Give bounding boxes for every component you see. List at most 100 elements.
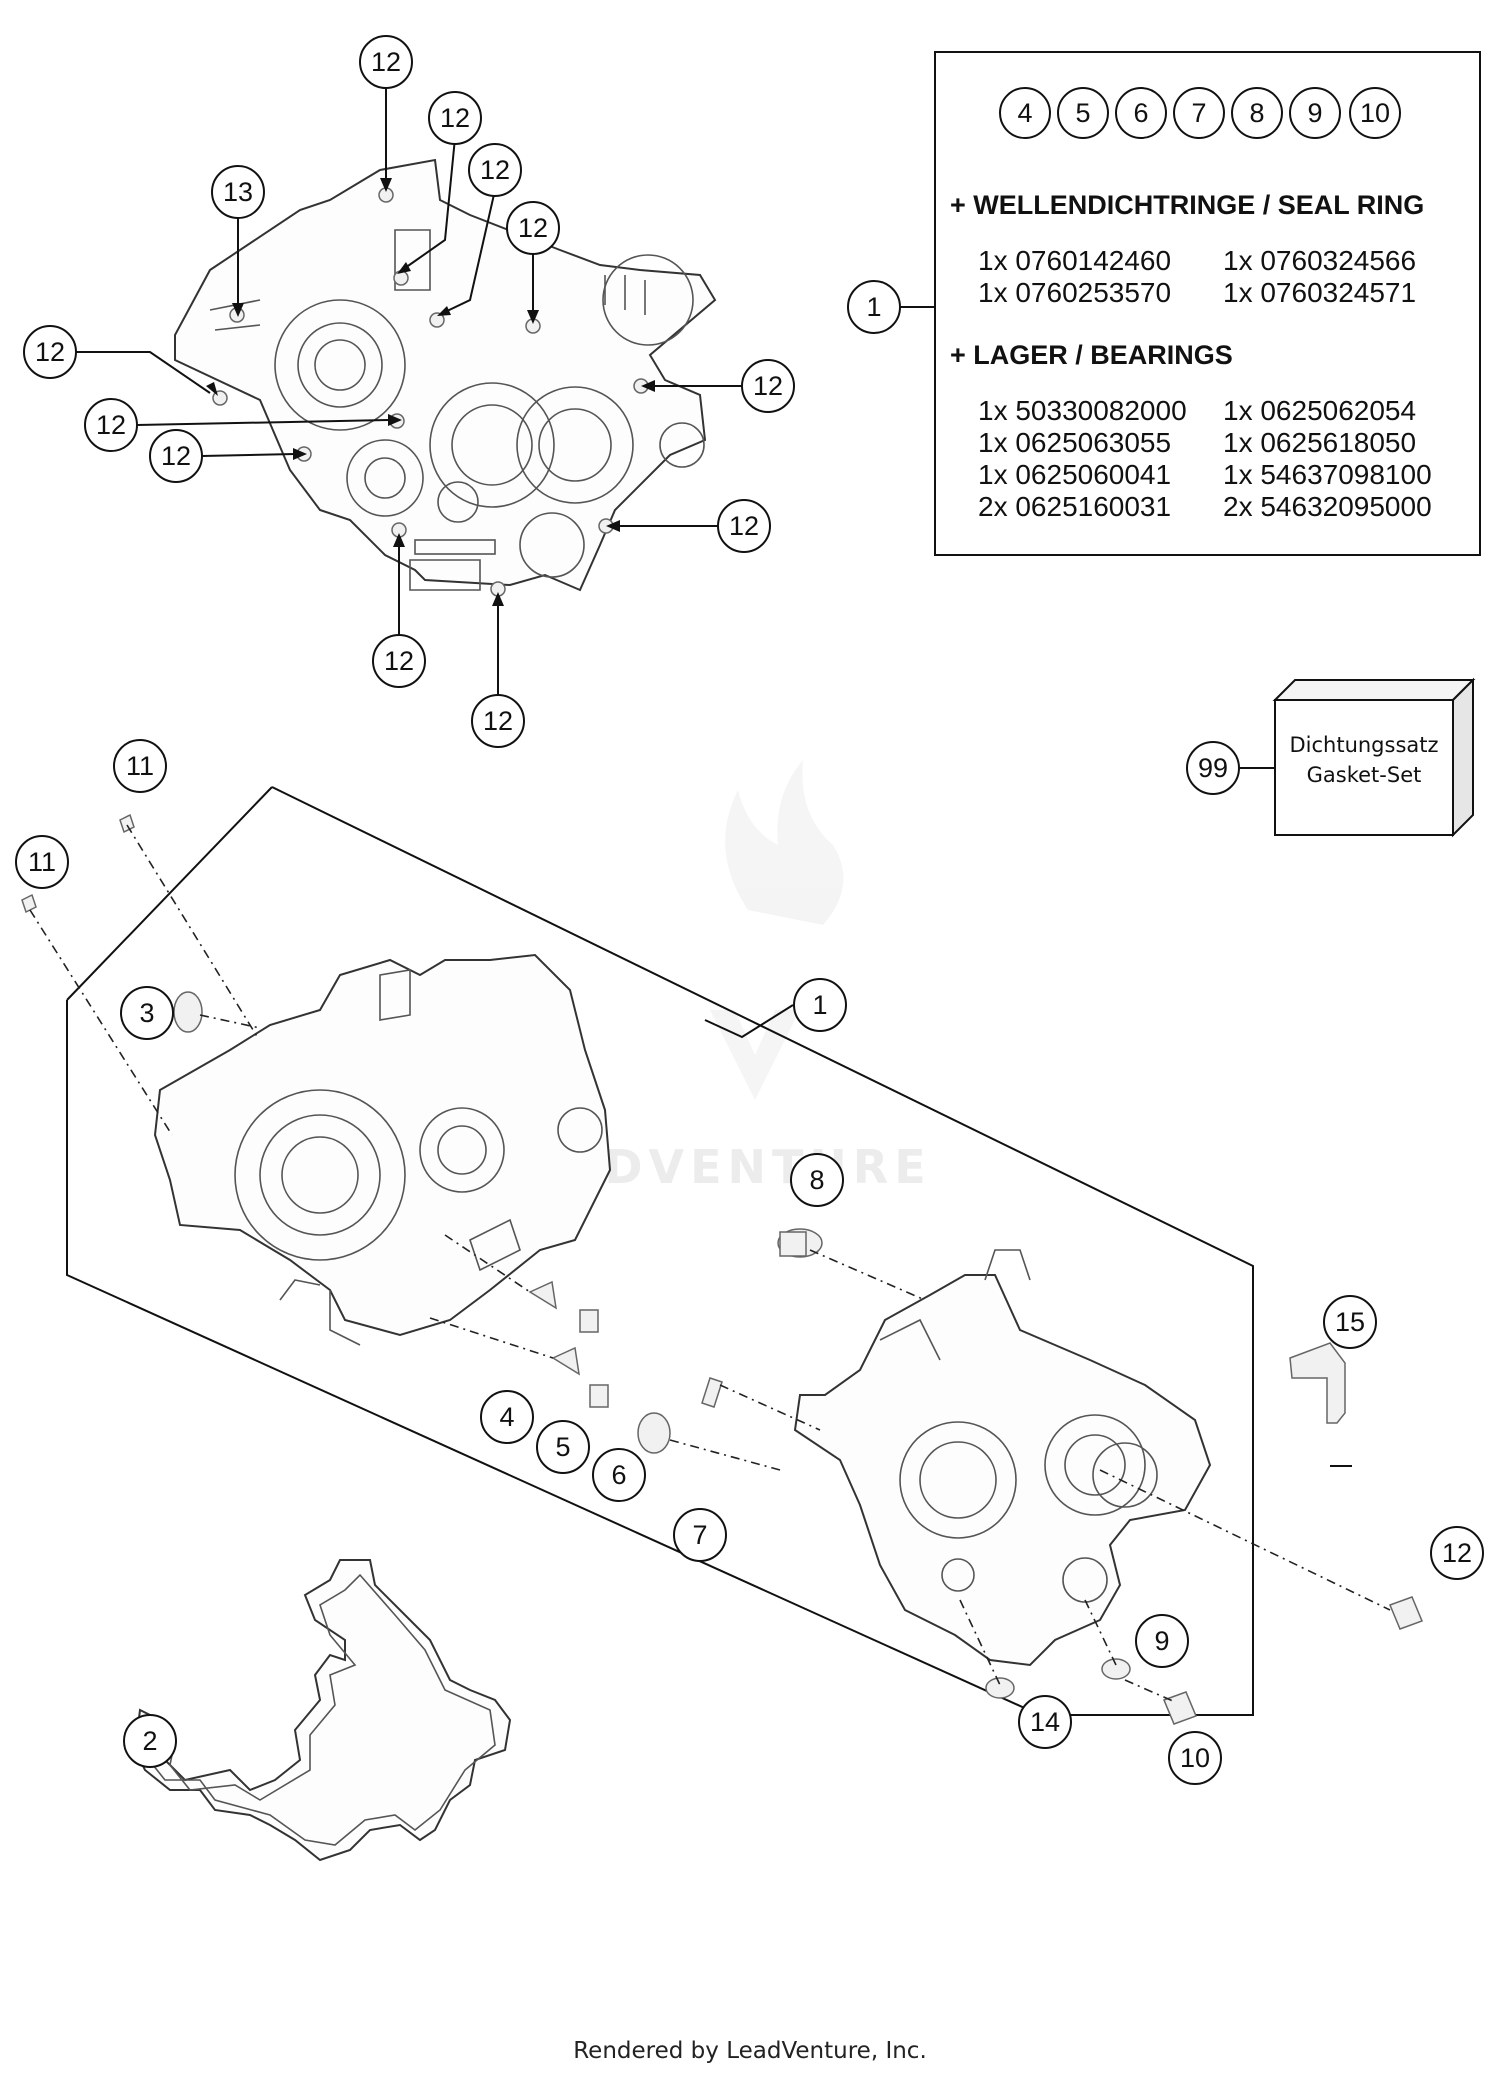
fitting-7 <box>701 1377 723 1408</box>
svg-text:99: 99 <box>1198 753 1228 783</box>
svg-text:12: 12 <box>384 646 414 676</box>
drain-plug-10 <box>1163 1691 1197 1725</box>
small-parts <box>21 813 1423 1725</box>
callout-3[interactable]: 3 <box>120 986 174 1040</box>
bearing-row-4-right: 2x 54632095000 <box>1223 491 1432 522</box>
callout-5[interactable]: 5 <box>536 1420 590 1474</box>
callout-6[interactable]: 6 <box>592 1448 646 1502</box>
right-crankcase-half <box>793 1249 1212 1667</box>
callout-8[interactable]: 8 <box>790 1153 844 1207</box>
bearing-row-4-left: 2x 0625160031 <box>978 491 1171 522</box>
bearing-row-1-right: 1x 0625062054 <box>1223 395 1416 426</box>
seal-ring-heading: + WELLENDICHTRINGE / SEAL RING <box>950 190 1424 220</box>
svg-text:12: 12 <box>518 213 548 243</box>
callout-12-k[interactable]: 12 <box>471 694 525 748</box>
seal-row-1-right: 1x 0760324566 <box>1223 245 1416 276</box>
svg-text:8: 8 <box>1249 98 1264 128</box>
svg-text:12: 12 <box>371 47 401 77</box>
svg-text:8: 8 <box>809 1165 824 1195</box>
callout-12-g[interactable]: 12 <box>149 429 203 483</box>
callout-12-h[interactable]: 12 <box>741 359 795 413</box>
seal-row-1-left: 1x 0760142460 <box>978 245 1171 276</box>
dowel-11a <box>119 813 135 834</box>
svg-text:12: 12 <box>480 155 510 185</box>
callout-12-l[interactable]: 12 <box>1430 1526 1484 1580</box>
svg-text:1: 1 <box>812 990 827 1020</box>
seal-9 <box>1101 1658 1131 1680</box>
callout-1[interactable]: 1 <box>793 978 847 1032</box>
callout-12-e[interactable]: 12 <box>23 325 77 379</box>
callout-15[interactable]: 15 <box>1323 1295 1377 1349</box>
callout-14[interactable]: 14 <box>1018 1695 1072 1749</box>
callout-2[interactable]: 2 <box>123 1714 177 1768</box>
bracket-15 <box>1289 1342 1346 1424</box>
left-crankcase-half <box>153 953 612 1346</box>
bearing-row-2-right: 1x 0625618050 <box>1223 427 1416 458</box>
bolt-12 <box>1389 1596 1423 1630</box>
svg-text:7: 7 <box>692 1520 707 1550</box>
svg-text:4: 4 <box>1017 98 1032 128</box>
svg-text:4: 4 <box>499 1402 514 1432</box>
seal-ring-3 <box>173 991 203 1033</box>
crankcase-kit-box: 4 5 6 7 8 9 10 + WELLENDICHTRINGE / SEAL… <box>934 51 1481 556</box>
kit-circled-numbers: 4 5 6 7 8 9 10 <box>999 87 1401 139</box>
callout-7[interactable]: 7 <box>673 1508 727 1562</box>
callout-11-b[interactable]: 11 <box>15 835 69 889</box>
callout-kit-1[interactable]: 1 <box>847 280 901 334</box>
bearing-6 <box>637 1412 671 1454</box>
footer-credit: Rendered by LeadVenture, Inc. <box>573 2038 927 2064</box>
crankcase-gasket <box>133 1559 512 1862</box>
callout-12-c[interactable]: 12 <box>468 143 522 197</box>
svg-text:11: 11 <box>126 751 154 781</box>
svg-text:13: 13 <box>223 177 253 207</box>
svg-text:10: 10 <box>1360 98 1390 128</box>
callout-12-a[interactable]: 12 <box>359 35 413 89</box>
seal-row-2-left: 1x 0760253570 <box>978 277 1171 308</box>
svg-text:1: 1 <box>866 292 881 322</box>
svg-text:12: 12 <box>729 511 759 541</box>
svg-text:9: 9 <box>1307 98 1322 128</box>
svg-text:14: 14 <box>1030 1707 1060 1737</box>
svg-text:7: 7 <box>1191 98 1206 128</box>
svg-text:15: 15 <box>1335 1307 1365 1337</box>
bolt-5a <box>579 1309 599 1333</box>
callout-99[interactable]: 99 <box>1186 741 1240 795</box>
svg-text:12: 12 <box>96 410 126 440</box>
washer-4b <box>551 1346 580 1376</box>
svg-text:12: 12 <box>1442 1538 1472 1568</box>
gasket-set-label-de: Dichtungssatz <box>1289 733 1438 757</box>
bearing-row-3-left: 1x 0625060041 <box>978 459 1171 490</box>
svg-text:10: 10 <box>1180 1743 1210 1773</box>
callout-13[interactable]: 13 <box>211 165 265 219</box>
svg-text:12: 12 <box>35 337 65 367</box>
callout-12-b[interactable]: 12 <box>428 91 482 145</box>
callout-9[interactable]: 9 <box>1135 1614 1189 1668</box>
bolt-holes <box>212 187 649 597</box>
seal-row-2-right: 1x 0760324571 <box>1223 277 1416 308</box>
svg-text:5: 5 <box>1075 98 1090 128</box>
callout-10[interactable]: 10 <box>1168 1731 1222 1785</box>
bearing-row-2-left: 1x 0625063055 <box>978 427 1171 458</box>
callout-11-a[interactable]: 11 <box>113 739 167 793</box>
plug-14 <box>985 1677 1015 1699</box>
svg-text:12: 12 <box>753 371 783 401</box>
bearings-heading: + LAGER / BEARINGS <box>950 340 1233 370</box>
washer-4a <box>528 1280 557 1310</box>
callout-12-d[interactable]: 12 <box>506 201 560 255</box>
svg-text:6: 6 <box>611 1460 626 1490</box>
exploded-view-leaders <box>704 1004 1352 1467</box>
top-view-leaders <box>75 88 742 697</box>
callout-12-f[interactable]: 12 <box>84 398 138 452</box>
svg-text:11: 11 <box>28 847 56 877</box>
dowel-11b <box>21 893 37 914</box>
svg-text:12: 12 <box>440 103 470 133</box>
callout-12-i[interactable]: 12 <box>717 499 771 553</box>
callout-12-j[interactable]: 12 <box>372 634 426 688</box>
svg-text:5: 5 <box>555 1432 570 1462</box>
assembly-lines <box>29 824 1391 1703</box>
bearing-row-3-right: 1x 54637098100 <box>1223 459 1432 490</box>
svg-text:9: 9 <box>1154 1626 1169 1656</box>
bearing-row-1-left: 1x 50330082000 <box>978 395 1187 426</box>
callout-4[interactable]: 4 <box>480 1390 534 1444</box>
